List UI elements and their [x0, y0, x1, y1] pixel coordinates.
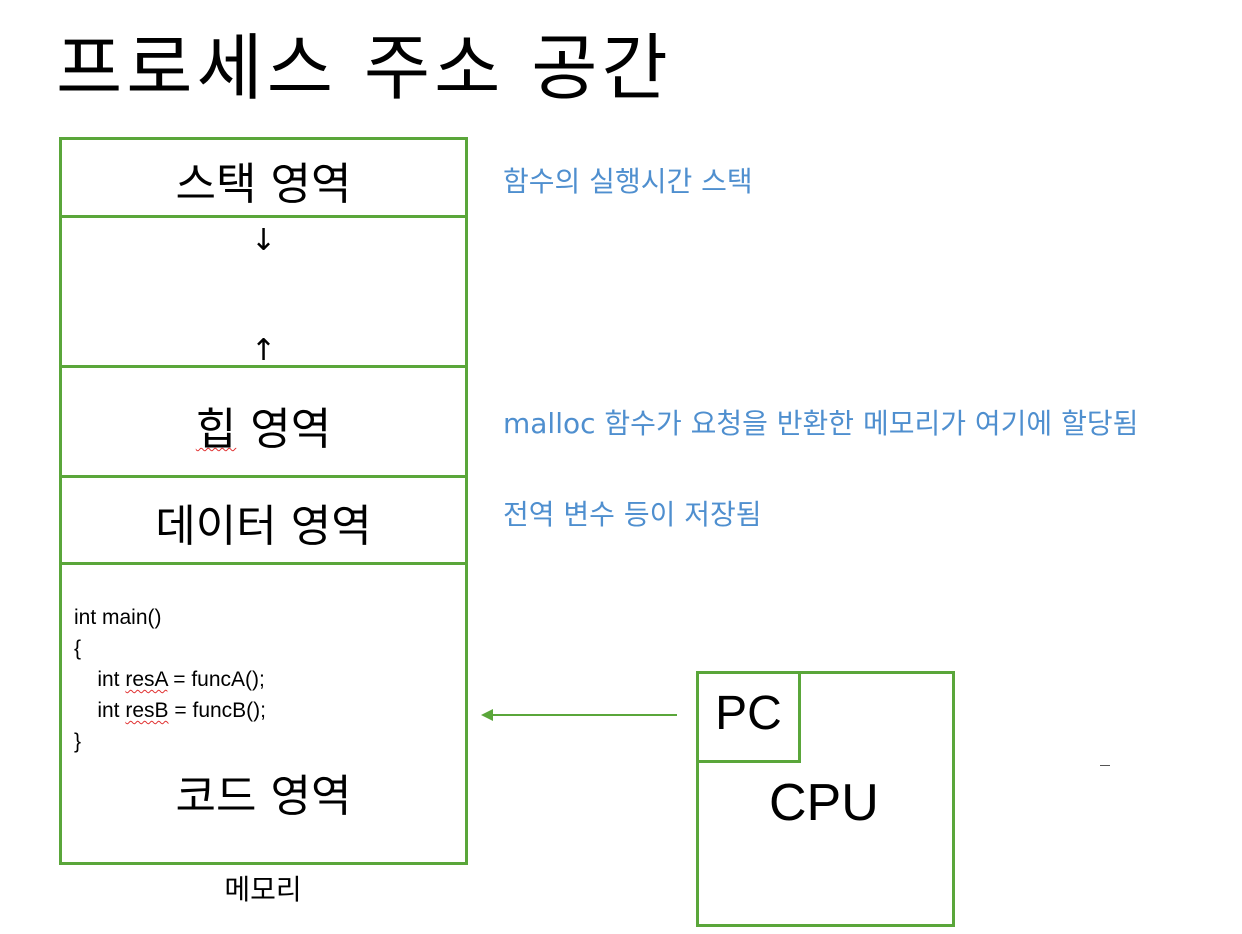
- stray-mark: [1100, 765, 1110, 766]
- stack-region-label: 스택 영역: [175, 159, 352, 210]
- up-arrow-icon: ↑: [250, 333, 277, 368]
- heap-annotation: malloc 함수가 요청을 반환한 메모리가 여기에 할당됨: [503, 407, 1139, 440]
- pc-label: PC: [715, 687, 782, 740]
- code-line-4-var: resB: [125, 699, 169, 722]
- code-region-label: 코드 영역: [175, 771, 352, 822]
- heap-region-label-rest: 영역: [236, 404, 332, 455]
- data-region: 데이터 영역: [62, 478, 465, 565]
- data-region-label: 데이터 영역: [155, 501, 372, 552]
- code-line-4-indent: int: [74, 699, 126, 722]
- cpu-box: PC CPU: [696, 671, 955, 927]
- code-region: int main() { int resA = funcA(); int res…: [62, 565, 465, 862]
- code-line-5: }: [74, 730, 82, 753]
- code-line-4-rest: = funcB();: [168, 699, 266, 722]
- pc-to-code-arrow-icon: [481, 709, 677, 721]
- stack-annotation: 함수의 실행시간 스택: [503, 165, 753, 198]
- down-arrow-icon: ↓: [250, 223, 277, 258]
- heap-region-label: 힙 영역: [62, 393, 465, 457]
- memory-caption: 메모리: [224, 873, 302, 906]
- stack-region: 스택 영역: [62, 140, 465, 218]
- code-snippet: int main() { int resA = funcA(); int res…: [74, 602, 266, 757]
- memory-box: 스택 영역 ↓ ↑ 힙 영역 데이터 영역 int main() { int r…: [59, 137, 468, 865]
- code-line-2: {: [74, 637, 82, 660]
- heap-region-label-word: 힙: [195, 404, 237, 455]
- code-line-3-rest: = funcA();: [167, 668, 265, 691]
- cpu-label: CPU: [769, 774, 879, 832]
- heap-region: 힙 영역: [62, 368, 465, 478]
- code-line-1: int main(): [74, 606, 162, 629]
- page-title: 프로세스 주소 공간: [56, 26, 672, 110]
- free-space-region: ↓ ↑: [62, 218, 465, 368]
- data-annotation: 전역 변수 등이 저장됨: [503, 498, 762, 531]
- pc-register-box: PC: [699, 674, 801, 763]
- code-line-3-var: resA: [125, 668, 168, 691]
- code-line-3-indent: int: [74, 668, 126, 691]
